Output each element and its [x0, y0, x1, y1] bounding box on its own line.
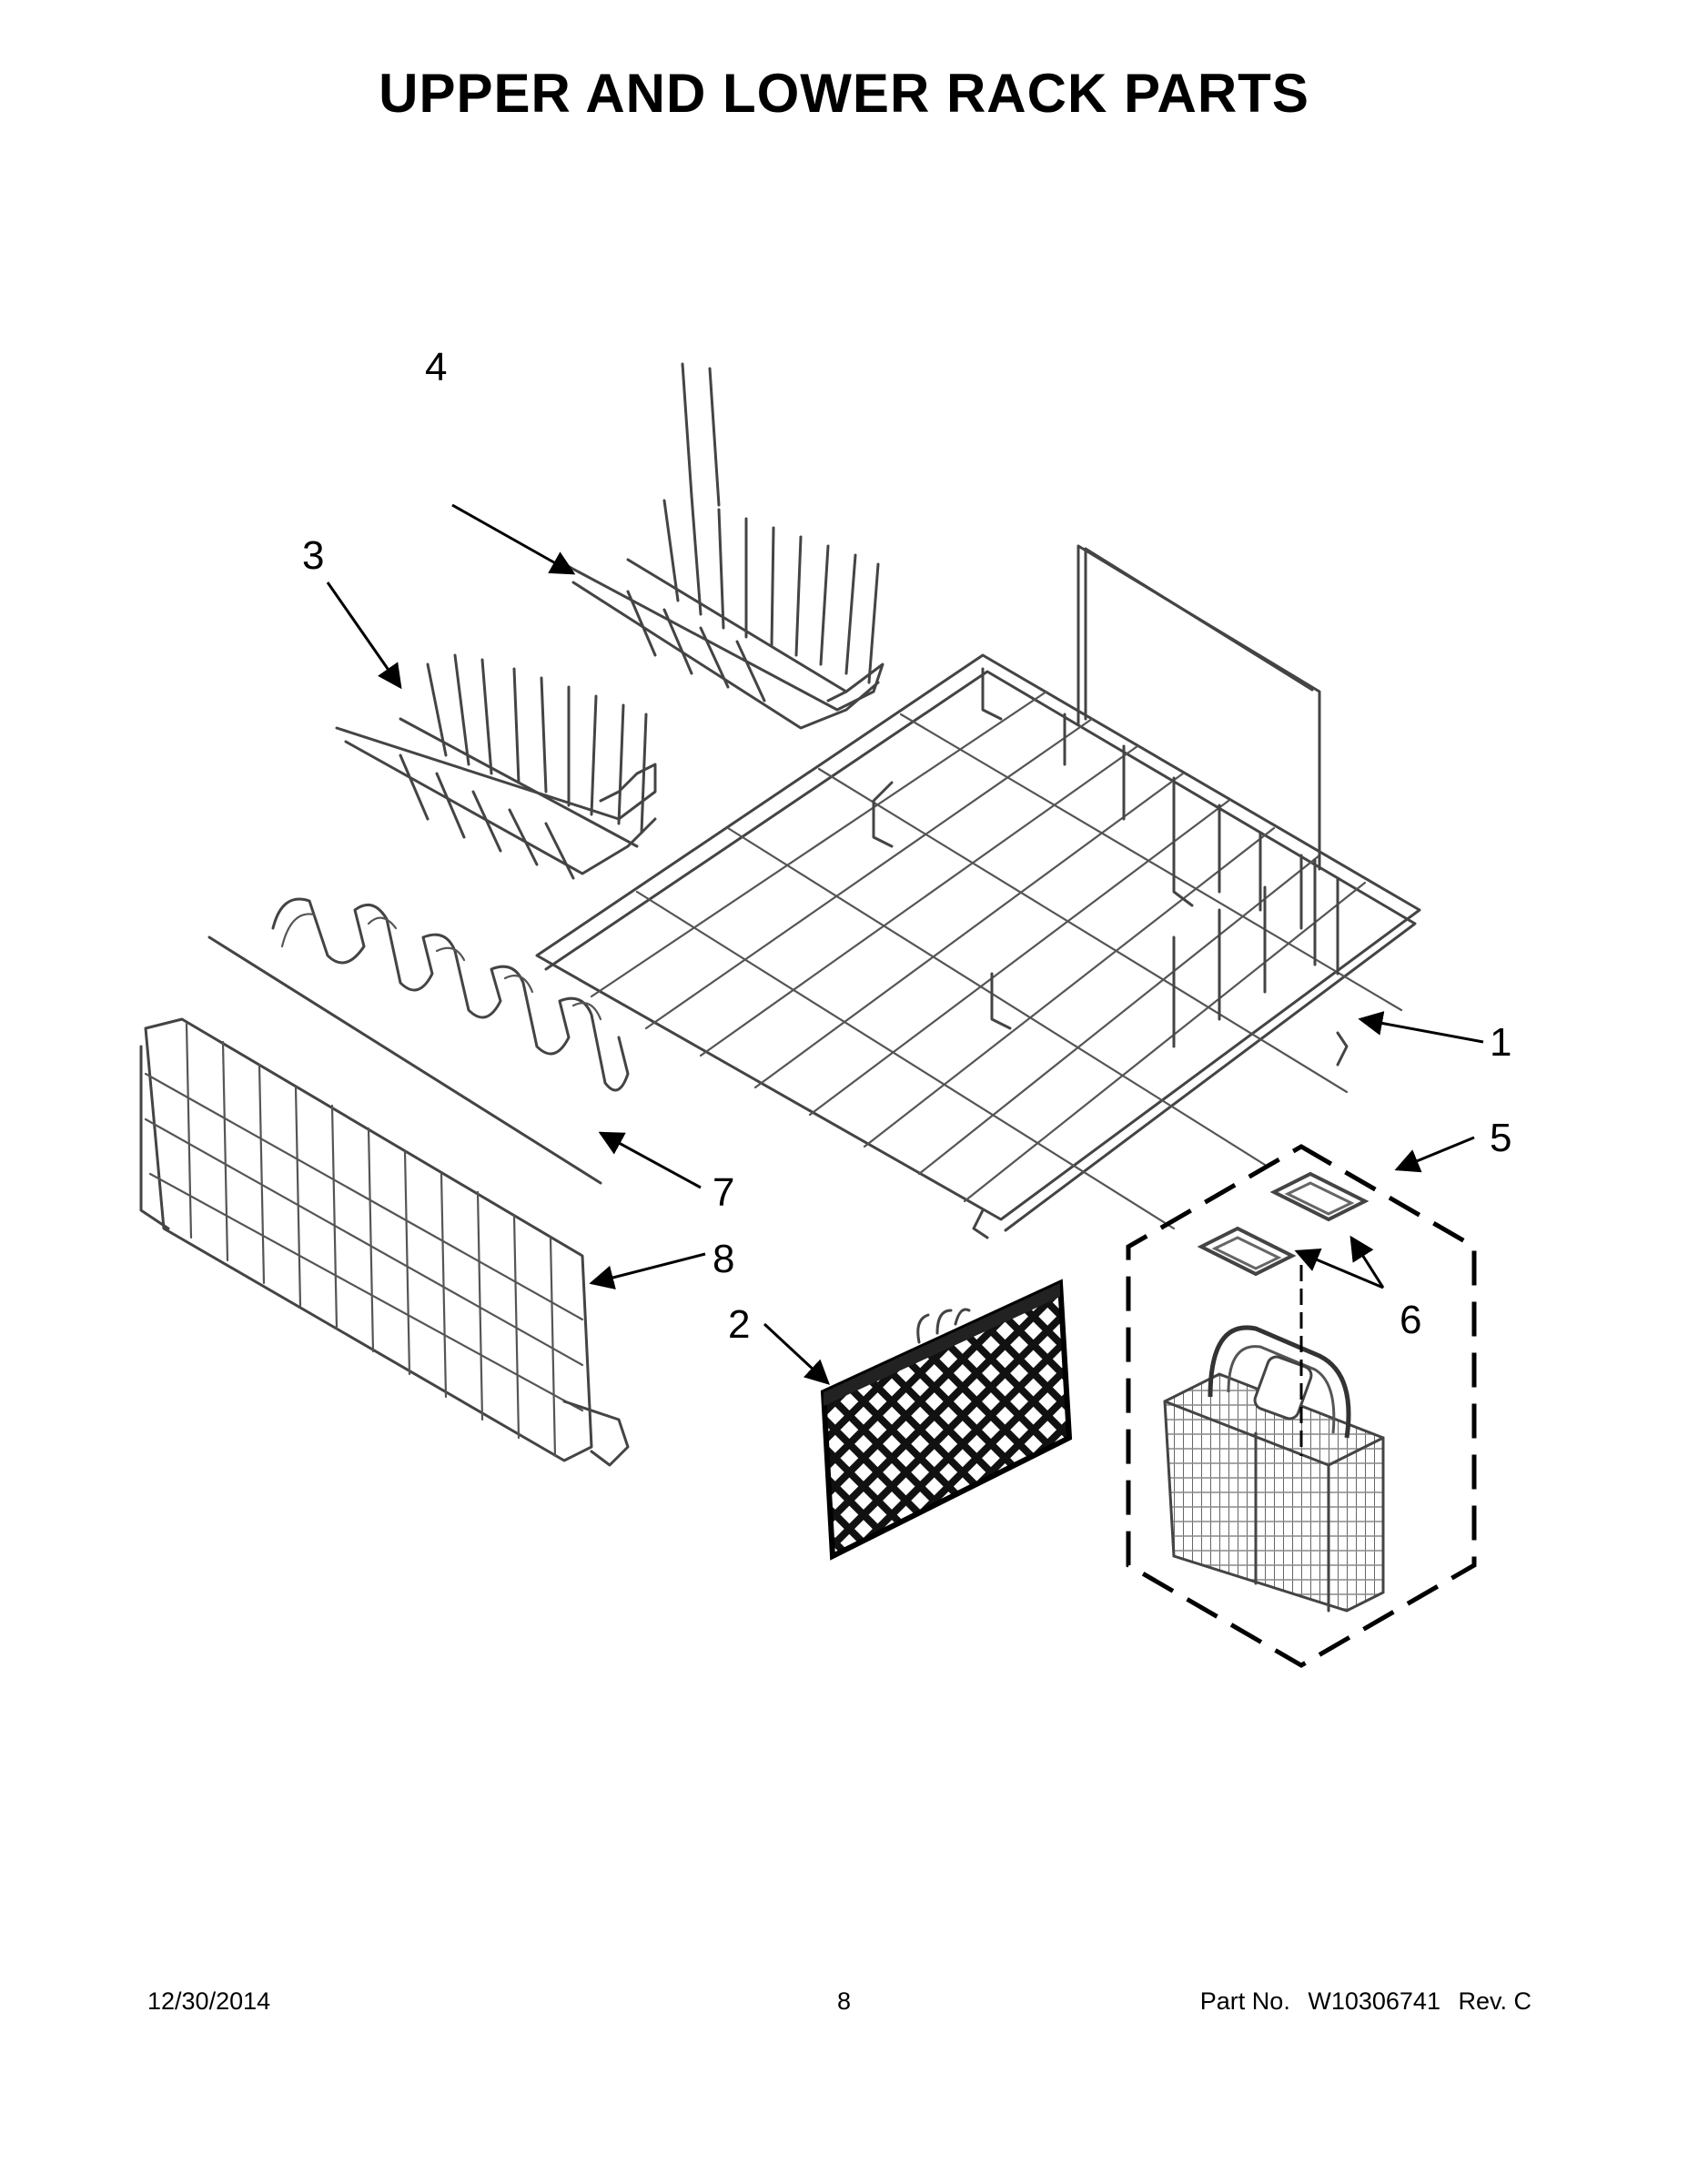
callout-3: 3 [302, 533, 324, 578]
footer-page-number: 8 [836, 1987, 852, 2015]
basket-covers-part-6 [1197, 1171, 1370, 1277]
footer-part-label: Part No. [1199, 1987, 1290, 2015]
leader-lines [326, 503, 1484, 1385]
lower-rack-part-1 [535, 544, 1421, 1239]
footer-part-info: Part No. W10306741 Rev. C [1200, 1987, 1531, 2016]
callout-1: 1 [1490, 1020, 1511, 1065]
footer-date: 12/30/2014 [147, 1987, 271, 2015]
callout-7: 7 [713, 1170, 734, 1215]
mesh-panel-part-2 [820, 1279, 1073, 1561]
callout-5: 5 [1490, 1116, 1511, 1160]
silverware-basket-part-5 [1126, 1144, 1477, 1668]
page-title: UPPER AND LOWER RACK PARTS [379, 63, 1309, 124]
zigzag-wire-part-7 [207, 897, 630, 1185]
tine-row-part-3 [335, 653, 657, 880]
tine-row-part-4 [562, 362, 884, 730]
callout-4: 4 [425, 345, 447, 389]
callout-6: 6 [1400, 1298, 1421, 1342]
side-rack-part-8 [139, 1017, 630, 1467]
footer-part-number: W10306741 [1308, 1987, 1440, 2015]
callout-2: 2 [728, 1302, 750, 1347]
footer-revision: Rev. C [1458, 1987, 1531, 2015]
callout-8: 8 [713, 1237, 734, 1281]
